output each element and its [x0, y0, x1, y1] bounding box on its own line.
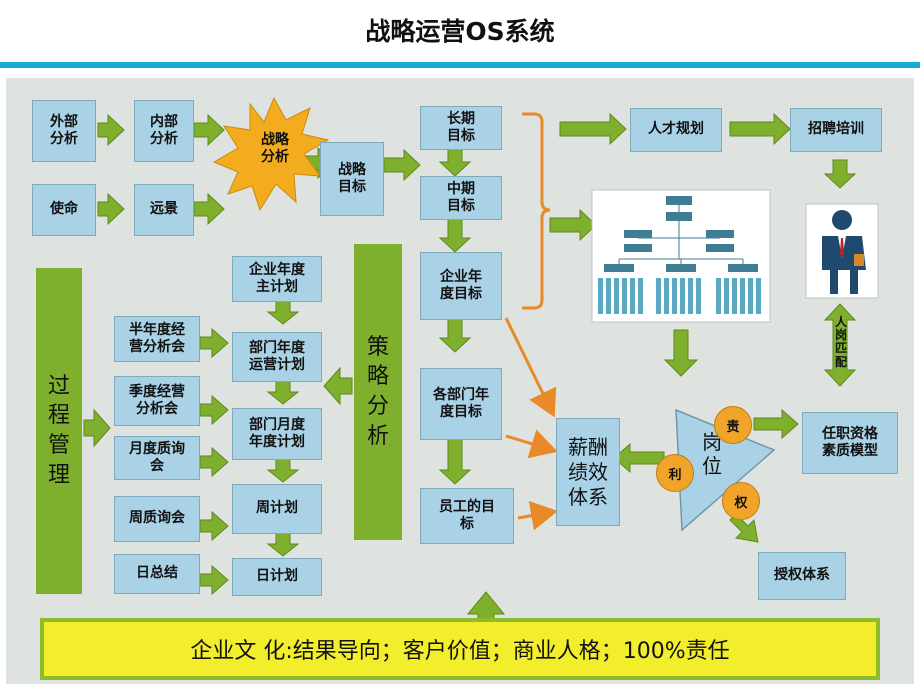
arrow-external-internal	[97, 113, 125, 147]
box-quarterly-meeting: 季度经营 分析会	[114, 376, 200, 426]
box-annual-goal: 企业年 度目标	[420, 252, 502, 320]
box-employee-goal: 员工的目 标	[420, 488, 514, 544]
box-daily-plan: 日计划	[232, 558, 322, 596]
box-talent-plan: 人才规划	[630, 108, 722, 152]
arrow-vision-burst	[193, 192, 225, 226]
burst-label: 战略 分析	[261, 132, 289, 165]
box-dept-monthly-plan: 部门月度 年度计划	[232, 408, 322, 460]
orange-arrow-2	[505, 429, 558, 459]
responsibility-circle: 责	[714, 406, 752, 444]
arrow-meet-5	[199, 564, 229, 596]
strategy-burst	[212, 96, 330, 212]
corporate-culture-banner: 企业文 化:结果导向；客户价值；商业人格；100%责任	[40, 618, 880, 680]
benefit-circle: 利	[656, 454, 694, 492]
arrow-goal-longterm	[383, 148, 421, 182]
box-weekly-meeting: 周质询会	[114, 496, 200, 542]
arrow-to-org	[549, 208, 597, 242]
arrow-meet-1	[199, 327, 229, 359]
box-half-year-meeting: 半年度经 营分析会	[114, 316, 200, 362]
arrow-to-talent	[559, 112, 627, 146]
arrow-plan-1	[266, 299, 300, 325]
arrow-mid-annual	[438, 217, 472, 253]
arrow-strategy-left	[323, 366, 353, 406]
orange-arrow-3	[517, 500, 558, 531]
process-management-bar: 过 程 管 理	[36, 268, 82, 594]
arrow-long-mid	[438, 147, 472, 177]
box-vision: 远景	[134, 184, 194, 236]
box-mid-term-goal: 中期 目标	[420, 176, 502, 220]
box-dept-annual-goal: 各部门年 度目标	[420, 368, 502, 440]
arrow-org-position	[663, 329, 699, 377]
arrow-process	[83, 408, 111, 448]
arrow-meet-3	[199, 446, 229, 478]
box-external-analysis: 外部 分析	[32, 100, 96, 162]
arrow-recruit-figure	[823, 159, 857, 189]
arrow-meet-4	[199, 510, 229, 542]
title-divider	[0, 62, 920, 68]
orange-arrow-1	[504, 317, 557, 418]
arrow-plan-2	[266, 379, 300, 405]
authority-circle: 权	[722, 482, 760, 520]
arrow-mission-vision	[97, 192, 125, 226]
person-icon	[822, 210, 866, 294]
box-qualification-model: 任职资格 素质模型	[802, 412, 898, 474]
goal-bracket	[522, 112, 551, 310]
person-match-label: 人 岗 匹 配	[834, 315, 847, 369]
page-title: 战略运营OS系统	[365, 17, 555, 46]
box-monthly-meeting: 月度质询 会	[114, 436, 200, 480]
box-daily-summary: 日总结	[114, 554, 200, 594]
connector-layer	[83, 96, 879, 623]
strategy-analysis-bar: 策 略 分 析	[354, 244, 402, 540]
arrow-plan-3	[266, 457, 300, 483]
box-dept-annual-plan: 部门年度 运营计划	[232, 332, 322, 382]
box-compensation-system: 薪酬 绩效 体系	[556, 418, 620, 526]
box-mission: 使命	[32, 184, 96, 236]
box-strategic-goal: 战略 目标	[320, 142, 384, 216]
box-authorization-system: 授权体系	[758, 552, 846, 600]
box-long-term-goal: 长期 目标	[420, 106, 502, 150]
box-recruit-train: 招聘培训	[790, 108, 882, 152]
box-weekly-plan: 周计划	[232, 484, 322, 534]
box-internal-analysis: 内部 分析	[134, 100, 194, 162]
arrow-internal-burst	[193, 113, 225, 147]
arrow-talent-recruit	[729, 112, 791, 146]
arrow-annual-dept	[438, 317, 472, 353]
box-enterprise-plan: 企业年度 主计划	[232, 256, 322, 302]
arrow-position-qual	[753, 408, 799, 440]
arrow-person-match	[823, 303, 857, 387]
diagram-canvas: 外部 分析 内部 分析 使命 远景 战略 分析 战略 目标 长期 目标 中期 目…	[6, 78, 914, 684]
arrow-meet-2	[199, 394, 229, 426]
arrow-dept-employee	[438, 437, 472, 485]
arrow-plan-4	[266, 531, 300, 557]
arrow-position-auth	[729, 513, 759, 543]
